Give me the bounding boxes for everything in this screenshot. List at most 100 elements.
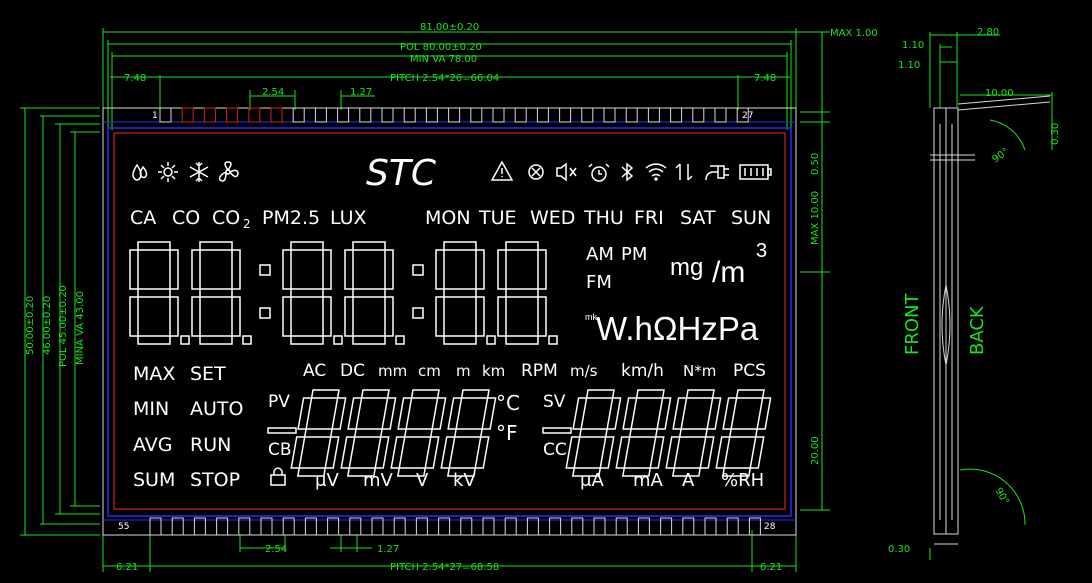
sv-digit-group	[565, 389, 772, 477]
day-mon: MON	[425, 207, 471, 229]
pin-top	[226, 107, 239, 123]
pin-bottom	[660, 517, 673, 536]
dim-right-offset-top: 7.48	[754, 73, 776, 84]
pin-top	[425, 107, 438, 123]
dim-050: 0.50	[810, 153, 821, 175]
pin-bottom	[260, 517, 273, 536]
celsius-label: °C	[496, 391, 520, 415]
gas-labels: CA CO CO 2 PM2.5 LUX	[130, 207, 367, 231]
data-transfer-icon	[675, 163, 693, 181]
mode-min: MIN	[133, 398, 169, 420]
main-digit	[435, 241, 496, 345]
unit-row: AC DC mm cm m km RPM m/s km/h N*m PCS	[303, 361, 766, 381]
pin-numbers: 1 27 55 28	[118, 111, 776, 532]
pins-bottom	[149, 517, 761, 536]
unit-pcs: PCS	[733, 361, 766, 381]
pin-bottom	[349, 517, 362, 536]
warning-icon	[490, 160, 514, 181]
mode-run: RUN	[190, 434, 231, 456]
dim-pitch-bottom: PITCH 2.54*27=68.58	[390, 562, 499, 573]
day-sun: SUN	[731, 207, 771, 229]
side-dim-030-bottom: 0.30	[888, 544, 910, 555]
colon-dot	[412, 307, 424, 319]
pin-top-last: 27	[742, 111, 753, 121]
gas-label-lux: LUX	[330, 207, 367, 229]
main-digit	[344, 241, 405, 345]
sv-digit	[665, 389, 722, 477]
day-thu: THU	[583, 207, 624, 229]
pin-bottom	[438, 517, 451, 536]
sv-label: SV	[543, 392, 566, 412]
pin-bottom	[171, 517, 184, 536]
fm-label: FM	[586, 272, 612, 293]
side-dim-1000: 10.00	[985, 88, 1014, 99]
pin-top	[714, 107, 727, 123]
dimension-labels: 81.00±0.20 POL 80.00±0.20 MIN VA 78.00 P…	[25, 22, 878, 573]
lock-icon	[270, 467, 286, 486]
pin-bottom	[327, 517, 340, 536]
pin-bottom	[571, 517, 584, 536]
pin-top	[470, 107, 483, 123]
side-dim-110a: 1.10	[902, 40, 924, 51]
day-fri: FRI	[634, 207, 664, 229]
dim-left-offset-bottom: 6.21	[116, 562, 138, 573]
pin-top-first: 1	[152, 111, 158, 121]
side-dim-280: 2.80	[977, 27, 999, 38]
main-digit	[497, 241, 558, 345]
digit-colons	[259, 264, 424, 319]
unit-mm: mm	[378, 362, 407, 380]
pv-digit	[390, 389, 447, 477]
gas-label-co2-subscript: 2	[243, 217, 251, 231]
sv-digit	[615, 389, 672, 477]
pin-bottom	[726, 517, 739, 536]
pin-top	[381, 107, 394, 123]
main-digit	[129, 241, 190, 345]
unit-dc: DC	[340, 361, 365, 381]
pin-bottom	[526, 517, 539, 536]
pin-top	[337, 107, 350, 123]
mode-set: SET	[190, 363, 226, 385]
dim-min-va-width: MIN VA 78.00	[410, 54, 477, 65]
unit-microvolt: μV	[315, 470, 339, 491]
pin-bottom	[304, 517, 317, 536]
battery-icon	[739, 164, 772, 180]
pin-bottom	[149, 517, 162, 536]
cc-label: CC	[543, 440, 567, 460]
pin-top	[692, 107, 705, 123]
pin-bottom	[704, 517, 717, 536]
dim-left-offset-top: 7.48	[124, 73, 146, 84]
gas-label-co2: CO	[212, 207, 240, 229]
pin-bottom	[549, 517, 562, 536]
cb-label: CB	[268, 440, 292, 460]
pin-bottom	[415, 517, 428, 536]
pv-digit	[290, 389, 347, 477]
pv-digit-group	[290, 389, 497, 477]
pin-bottom	[238, 517, 251, 536]
pin-bottom	[371, 517, 384, 536]
brand-logo: STC	[366, 153, 437, 194]
colon-dot	[412, 264, 424, 276]
pin-bottom-first: 55	[118, 522, 129, 532]
gas-label-pm25: PM2.5	[262, 207, 320, 229]
dim-overall-height: 50.00±0.20	[25, 296, 36, 355]
pv-sv-labels: PV CB SV CC °C °F	[268, 391, 567, 460]
big-units: W.hΩHzPa	[596, 310, 759, 347]
pin-bottom	[615, 517, 628, 536]
pin-top	[159, 107, 172, 123]
pin-bottom	[193, 517, 206, 536]
dim-mina-va-height: MINA VA 43.00	[75, 291, 86, 365]
colon-dot	[259, 307, 271, 319]
side-view	[930, 95, 1051, 545]
dim-pol-height: POL 45.00±0.20	[58, 285, 69, 367]
day-labels: MON TUE WED THU FRI SAT SUN	[425, 207, 771, 229]
fan-icon	[218, 161, 239, 182]
mode-stop: STOP	[190, 469, 240, 491]
pin-top	[514, 107, 527, 123]
unit-amp: A	[682, 470, 695, 491]
unit-milliamp: mA	[633, 470, 664, 491]
pin-bottom	[482, 517, 495, 536]
unit-volt: V	[416, 470, 429, 491]
mode-avg: AVG	[133, 434, 173, 456]
mode-auto: AUTO	[190, 398, 243, 420]
pin-bottom	[748, 517, 761, 536]
